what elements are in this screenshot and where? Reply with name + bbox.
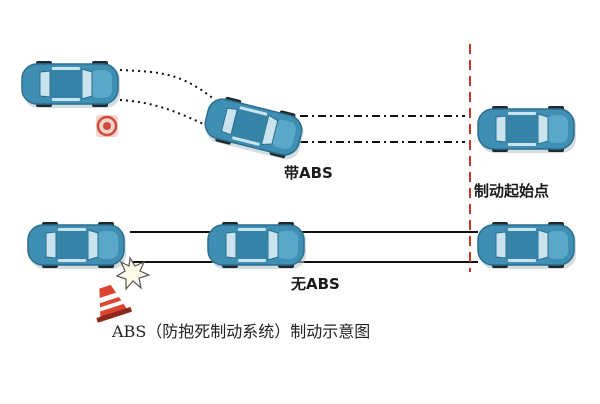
car-without-abs-3 xyxy=(477,221,577,270)
target-obstacle-icon xyxy=(96,115,118,137)
diagram-caption: ABS（防抱死制动系统）制动示意图 xyxy=(112,322,371,341)
with-abs-label: 带ABS xyxy=(284,164,333,182)
car-with-abs-2 xyxy=(200,92,309,164)
traffic-cone-icon xyxy=(96,284,132,323)
car-with-abs-1 xyxy=(21,60,121,109)
car-without-abs-2 xyxy=(207,221,307,270)
collision-star-icon xyxy=(115,256,151,291)
braking-start-point-label: 制动起始点 xyxy=(474,182,550,200)
without-abs-label: 无ABS xyxy=(291,275,340,293)
car-with-abs-3 xyxy=(477,105,577,154)
with-abs-paths xyxy=(119,69,465,143)
car-without-abs-1 xyxy=(27,221,127,270)
